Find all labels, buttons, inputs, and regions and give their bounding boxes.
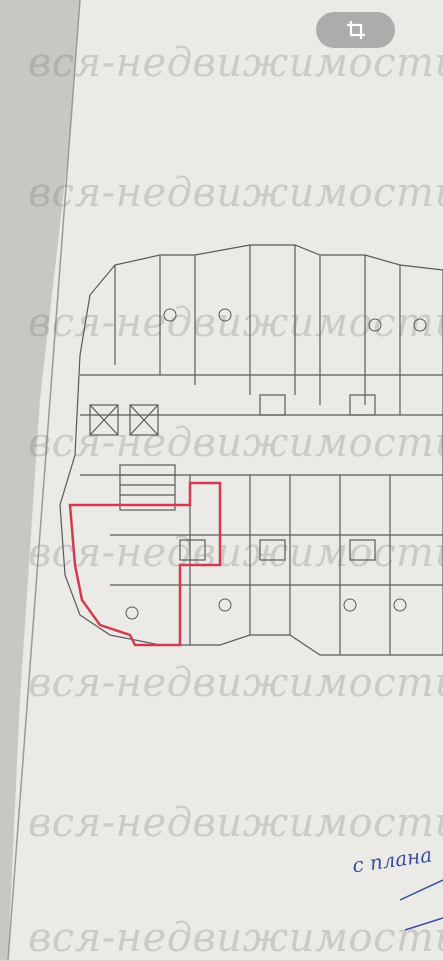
floor-plan (59, 244, 443, 656)
crop-button[interactable] (316, 12, 395, 48)
crop-icon (346, 21, 365, 39)
